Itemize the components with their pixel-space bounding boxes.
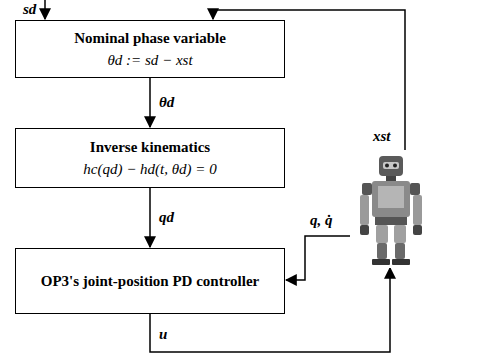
flow-arrow [149,188,151,247]
signal-name: qd [158,209,175,226]
signal-name: u [158,326,168,343]
signal-name: xst [372,128,392,145]
process-box: Nominal phase variable θd := sd − xst [15,20,285,78]
flow-arrow [149,78,151,127]
signal-name: q, q̇ [309,212,334,229]
box-formula: hc(qd) − hd(t, θd) = 0 [83,160,216,178]
signal-name: sd [22,1,37,18]
box-title: Inverse kinematics [90,138,210,156]
feedback-line [286,236,350,280]
box-formula: θd := sd − xst [107,51,192,69]
box-title: OP3's joint-position PD controller [41,272,259,290]
box-title: Nominal phase variable [74,29,226,47]
process-box: OP3's joint-position PD controller [15,248,285,314]
process-box: Inverse kinematics hc(qd) − hd(t, θd) = 0 [15,128,285,188]
robot-figure [352,150,430,268]
signal-name: θd [158,94,175,111]
input-line [44,0,46,19]
